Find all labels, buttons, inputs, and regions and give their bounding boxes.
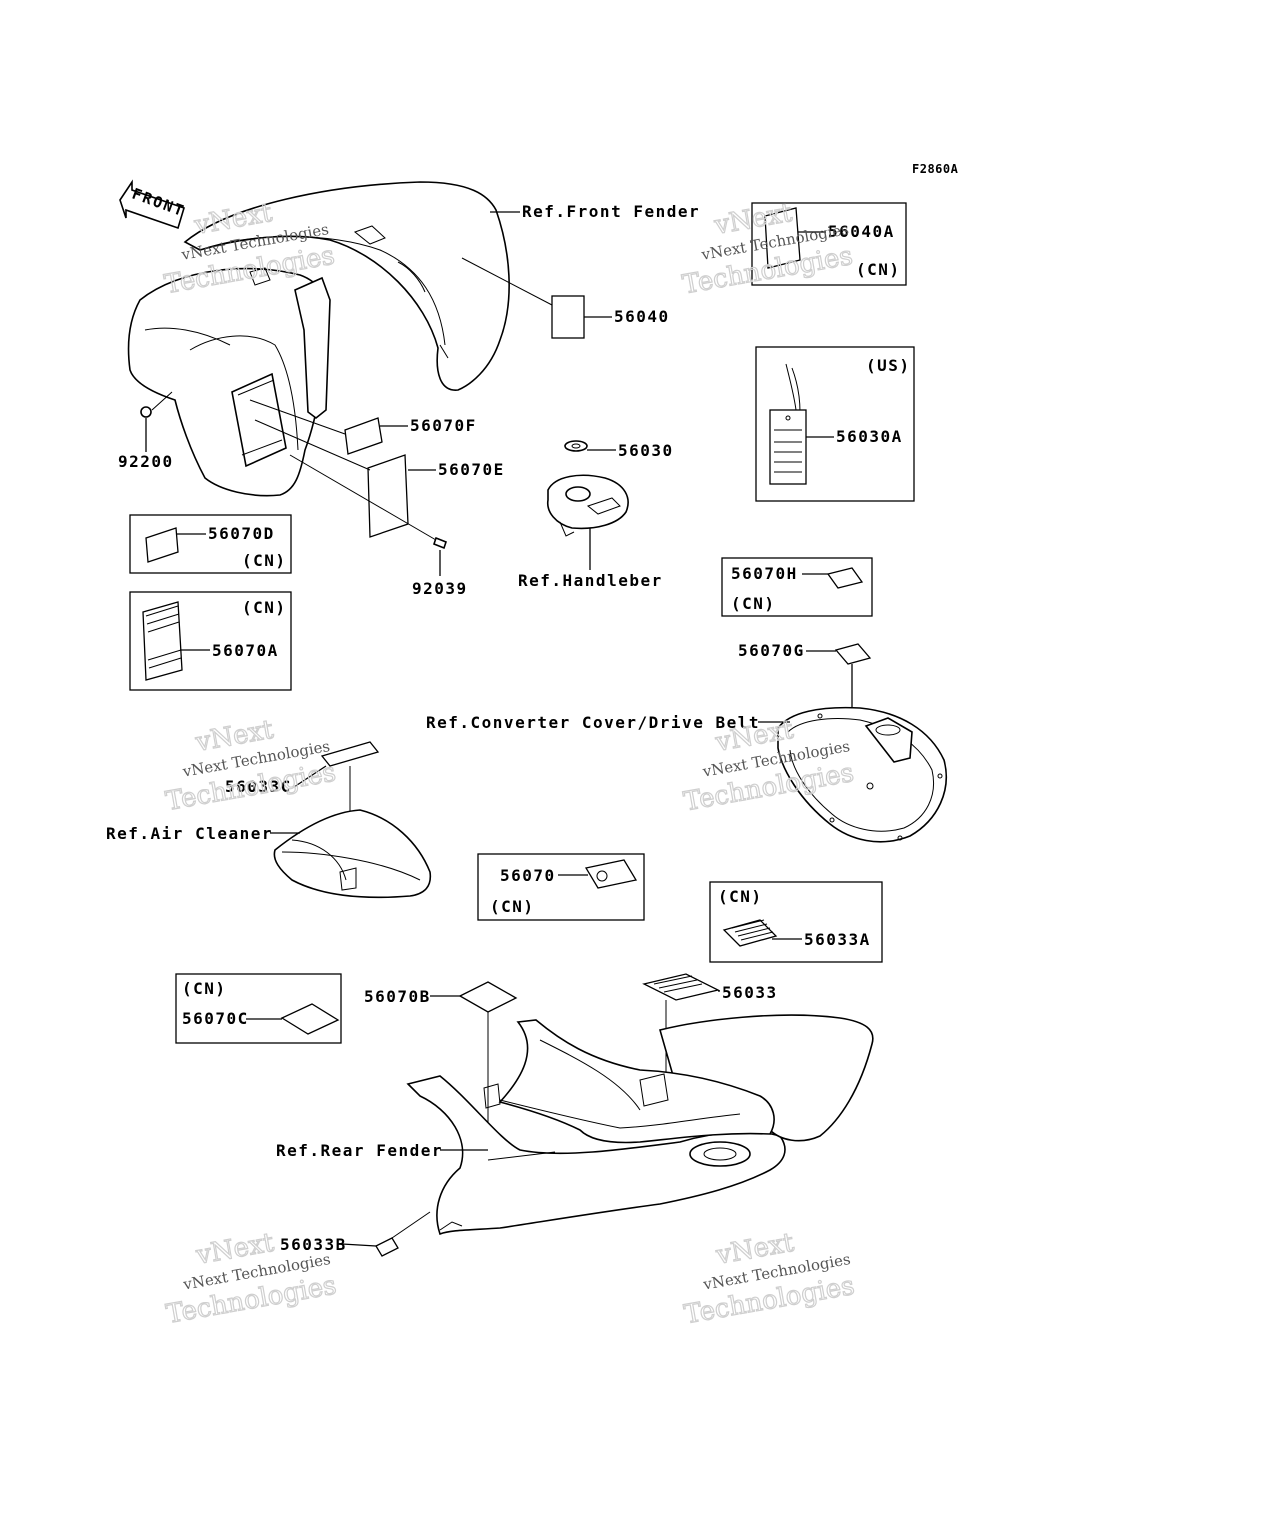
part-56070-label: 56070 [500,866,556,885]
region-56070C-label: (CN) [182,979,227,998]
region-56040A-label: (CN) [856,260,901,279]
part-56033B-label: 56033B [280,1235,347,1254]
part-56070D-label: 56070D [208,524,275,543]
box-56070: 56070 (CN) [477,853,645,921]
grommet-icon [140,406,152,418]
screw-92039: 92039 [289,454,468,598]
handlebar-cover-drawing: 56030 Ref.Handleber [518,440,674,590]
ref-rear-fender-label: Ref.Rear Fender [276,1141,443,1160]
box-56070D: 56070D (CN) [129,514,292,574]
watermark-3: vNext vNext Technologies Technologies [163,714,339,818]
region-56030A-label: (US) [866,356,911,375]
part-56033A-label: 56033A [804,930,871,949]
rear-fender-drawing: 56070B 56033 Ref.Rear Fender 56033B [276,973,874,1257]
ref-air-cleaner-label: Ref.Air Cleaner [106,824,273,843]
part-56040-label: 56040 [614,307,670,326]
decal-56070F: 56070F [249,399,477,455]
part-56040A-label: 56040A [828,222,895,241]
part-92039-label: 92039 [412,579,468,598]
region-56033A-label: (CN) [718,887,763,906]
watermark-6: vNext vNext Technologies Technologies [681,1227,857,1331]
region-56070-label: (CN) [490,897,535,916]
box-56070C: 56070C (CN) [175,973,342,1044]
decal-56040: 56040 [461,257,670,339]
part-56070G-label: 56070G [738,641,805,660]
diagram-id: F2860A [912,162,959,176]
ref-handleber-label: Ref.Handleber [518,571,663,590]
part-56070B-label: 56070B [364,987,431,1006]
part-56030A-label: 56030A [836,427,903,446]
region-56070D-label: (CN) [242,551,287,570]
box-56070A: 56070A (CN) [129,591,292,691]
part-56033-label: 56033 [722,983,778,1002]
part-56070F-label: 56070F [410,416,477,435]
air-cleaner-drawing: 56033C Ref.Air Cleaner [106,741,432,899]
converter-cover-drawing: 56070G [738,641,948,843]
decal-56070E: 56070E [254,419,505,538]
box-56033A: 56033A (CN) [709,881,883,963]
region-56070A-label: (CN) [242,598,287,617]
box-56070H: 56070H (CN) [721,557,873,617]
ref-converter-cover-label: Ref.Converter Cover/Drive Belt [426,713,760,732]
part-56070C-label: 56070C [182,1009,249,1028]
front-arrow-icon: FRONT [119,179,188,230]
part-56070H-label: 56070H [731,564,798,583]
box-56030A: 56030A (US) [755,346,915,502]
region-56070H-label: (CN) [731,594,776,613]
part-56030-label: 56030 [618,441,674,460]
part-56070E-label: 56070E [438,460,505,479]
part-56070A-label: 56070A [212,641,279,660]
front-fender-drawing [127,181,510,497]
part-92200-label: 92200 [118,452,174,471]
ref-front-fender-label: Ref.Front Fender [522,202,700,221]
box-56040A: 56040A (CN) [751,202,907,286]
part-56033C-label: 56033C [225,777,292,796]
